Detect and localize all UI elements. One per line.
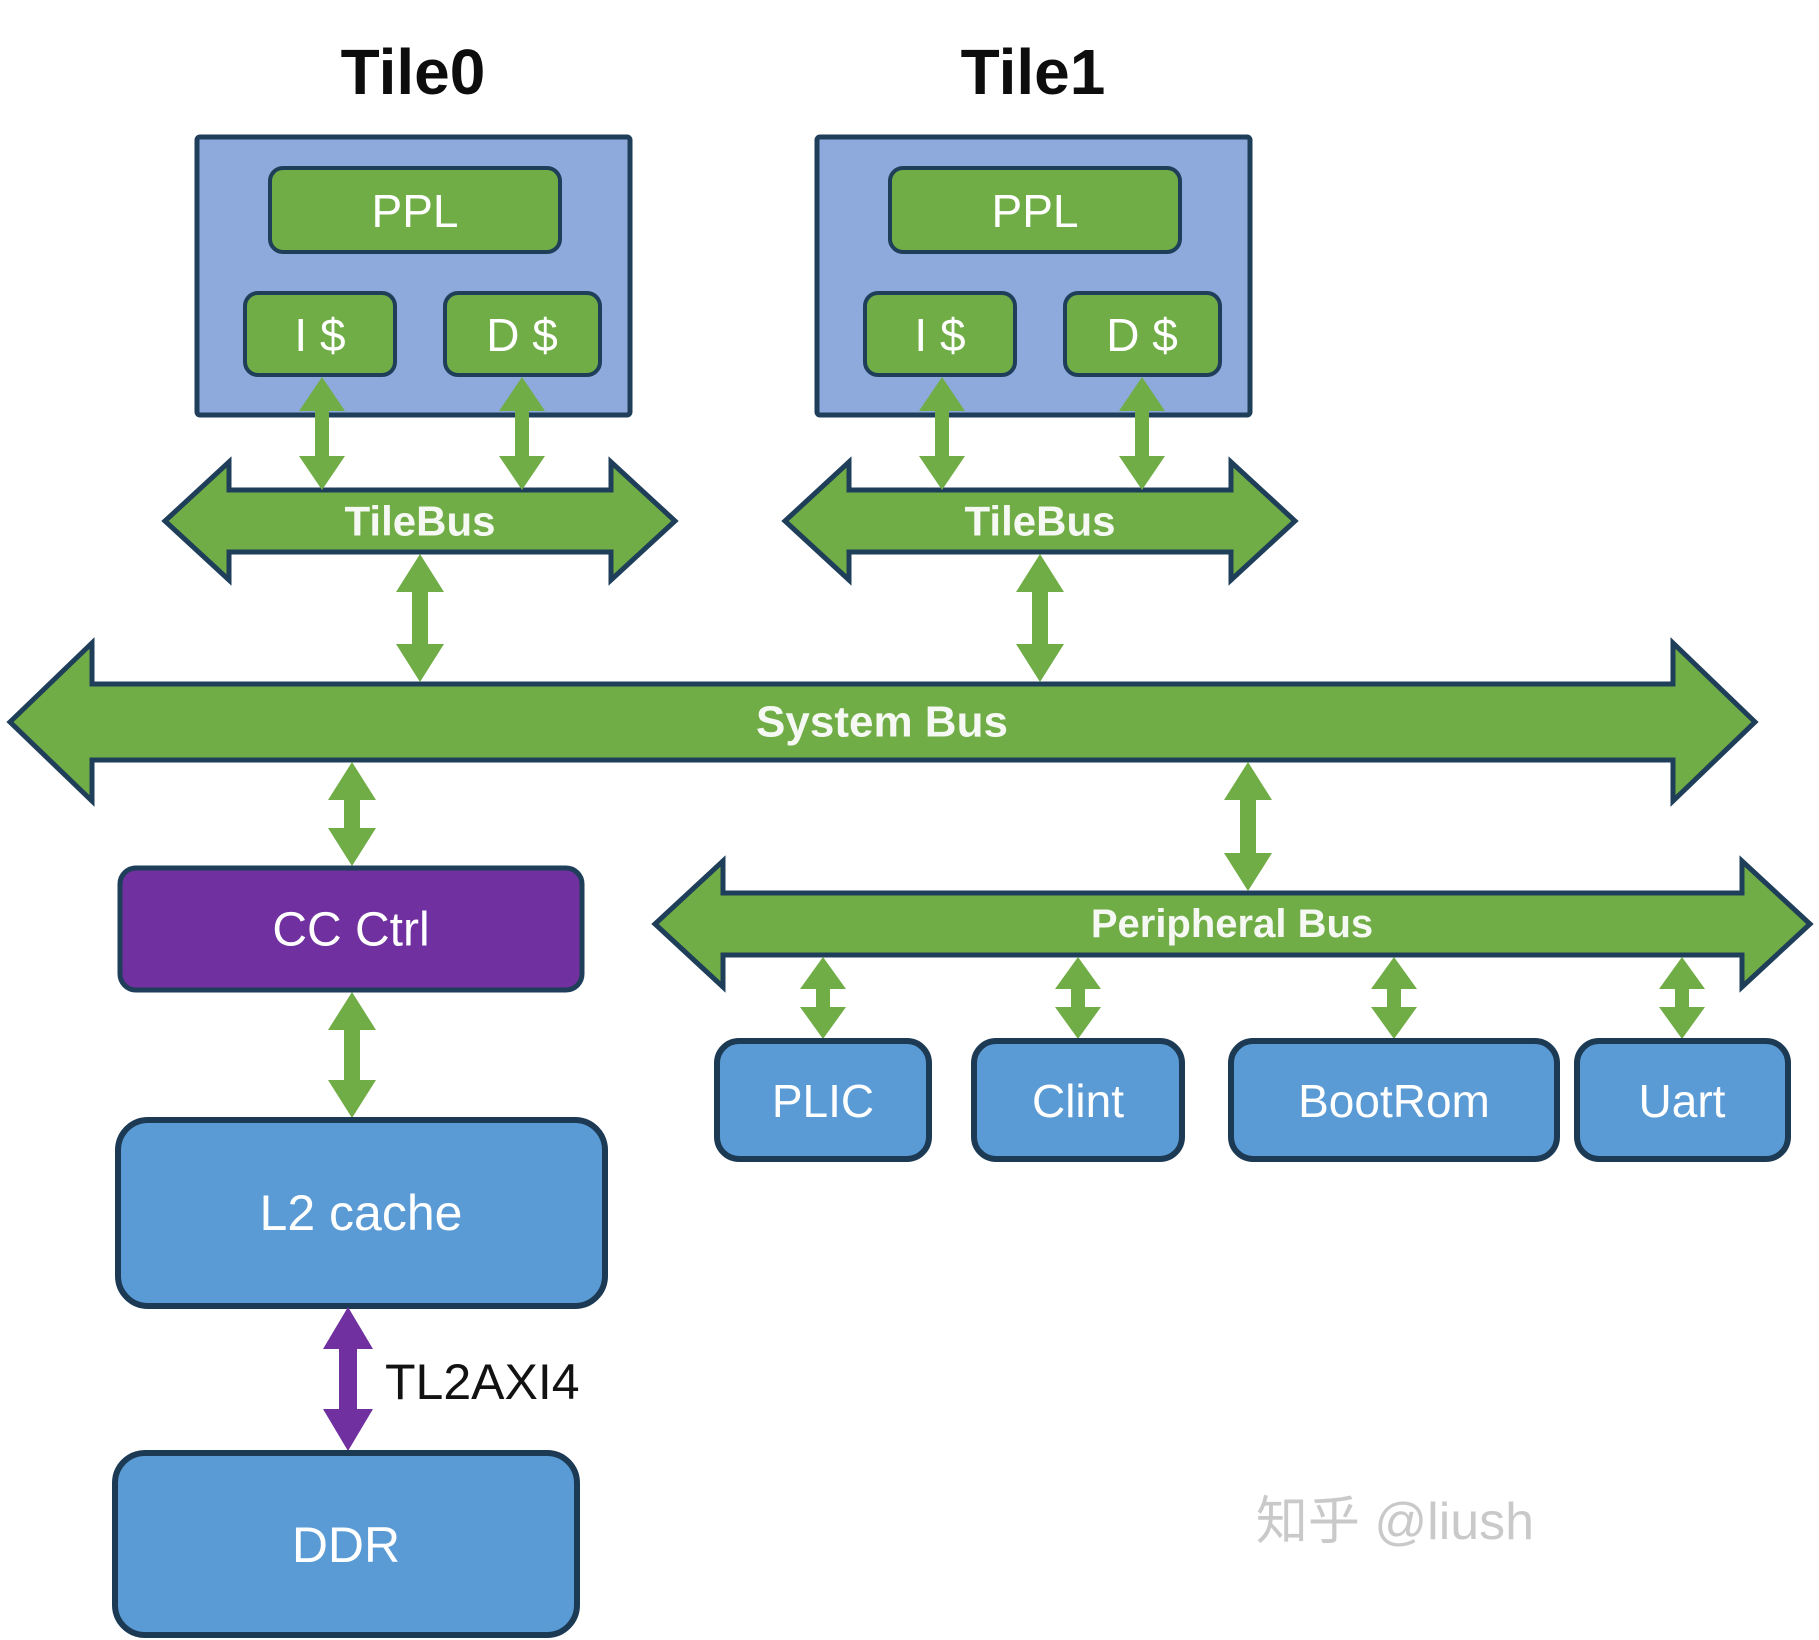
system-bus-label: System Bus <box>756 698 1008 747</box>
clint-label: Clint <box>1032 1075 1124 1127</box>
tile1-dcache-box <box>1063 291 1222 377</box>
ddr-label: DDR <box>292 1517 400 1573</box>
arrow-dcache1-tilebus <box>1119 377 1165 490</box>
arrow-systembus-peripheralbus <box>1224 762 1272 891</box>
arrow-peripheralbus-plic <box>800 957 846 1039</box>
arrow-peripheralbus-clint <box>1055 957 1101 1039</box>
tile1-tilebus-arrow <box>781 456 1299 586</box>
clint-box <box>971 1038 1185 1162</box>
peripheral-bus-label: Peripheral Bus <box>1091 902 1373 946</box>
tile1-ppl-label: PPL <box>992 185 1079 237</box>
watermark-text: 知乎 @liush <box>1256 1493 1534 1551</box>
tile1-ppl-box <box>888 166 1182 254</box>
bootrom-label: BootRom <box>1298 1075 1490 1127</box>
arrow-dcache0-tilebus <box>499 377 545 490</box>
arrow-peripheralbus-bootrom <box>1371 957 1417 1039</box>
bootrom-box <box>1228 1038 1560 1162</box>
tile0-ppl-label: PPL <box>372 185 459 237</box>
tile0-icache-label: I $ <box>294 309 345 361</box>
arrow-tilebus1-systembus <box>1016 554 1064 682</box>
tl2axi4-label: TL2AXI4 <box>385 1354 580 1410</box>
cc-ctrl-box <box>117 865 585 993</box>
system-bus-arrow <box>6 637 1759 807</box>
plic-label: PLIC <box>772 1075 874 1127</box>
arrow-tilebus0-systembus <box>396 554 444 682</box>
tile0-dcache-label: D $ <box>486 309 558 361</box>
tile1-icache-label: I $ <box>914 309 965 361</box>
tile0-tilebus-arrow <box>161 456 679 586</box>
tile1-dcache-label: D $ <box>1106 309 1178 361</box>
tile0-title: Tile0 <box>341 36 486 108</box>
tile0-tilebus-label: TileBus <box>345 498 496 545</box>
arrow-icache1-tilebus <box>919 377 965 490</box>
tile1-title: Tile1 <box>961 36 1106 108</box>
plic-box <box>714 1038 932 1162</box>
tile1-icache-box <box>863 291 1017 377</box>
arrow-peripheralbus-uart <box>1659 957 1705 1039</box>
l2-cache-label: L2 cache <box>260 1185 463 1241</box>
arrow-ccctrl-l2cache <box>328 992 376 1118</box>
ddr-box <box>112 1450 580 1638</box>
tile1-tilebus-label: TileBus <box>965 498 1116 545</box>
peripheral-bus-arrow <box>651 855 1814 993</box>
arrow-l2cache-ddr-tl2axi4 <box>323 1307 373 1451</box>
tile0-icache-box <box>243 291 397 377</box>
uart-box <box>1574 1038 1791 1162</box>
arrow-systembus-ccctrl <box>328 762 376 866</box>
cc-ctrl-label: CC Ctrl <box>272 904 429 957</box>
arrow-icache0-tilebus <box>299 377 345 490</box>
tile0-ppl-box <box>268 166 562 254</box>
tile0-dcache-box <box>443 291 602 377</box>
l2-cache-box <box>115 1117 608 1309</box>
uart-label: Uart <box>1639 1075 1726 1127</box>
